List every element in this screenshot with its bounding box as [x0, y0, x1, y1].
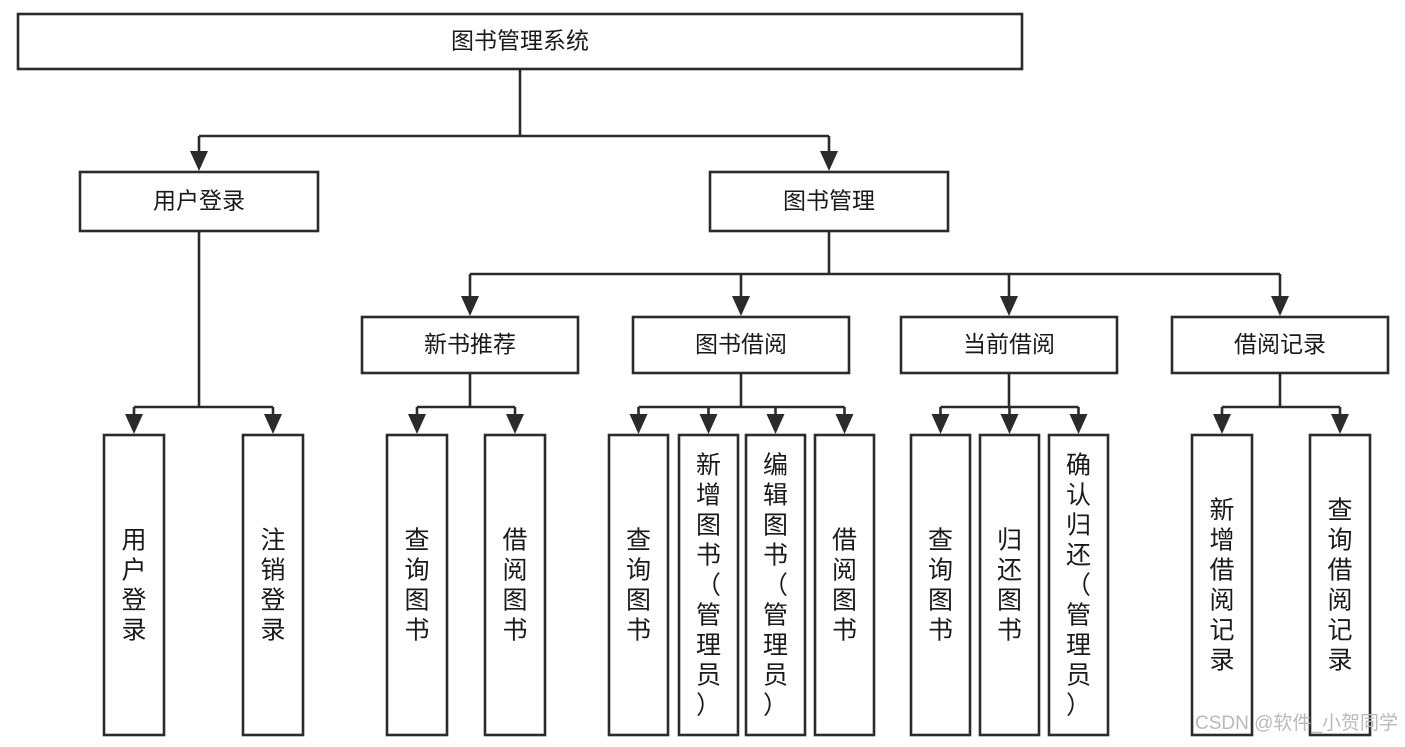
arrow-head-icon: [190, 151, 208, 171]
arrow-head-icon: [766, 414, 785, 434]
leaf-node[interactable]: 编辑图书（管理员）: [744, 433, 807, 737]
arrow-head-icon: [264, 414, 282, 434]
root-node[interactable]: 图书管理系统: [16, 12, 1024, 71]
leaf-box[interactable]: [677, 433, 740, 737]
level2-box[interactable]: [78, 170, 320, 233]
level3-box[interactable]: [631, 315, 851, 375]
leaf-box[interactable]: [978, 433, 1041, 737]
arrow-head-icon: [732, 296, 750, 316]
arrow-head-icon: [699, 414, 718, 434]
arrow-head-icon: [931, 414, 950, 434]
arrow-head-icon: [629, 414, 648, 434]
leaf-label: 确认归还（管理员）: [1066, 451, 1091, 719]
arrow-head-icon: [835, 414, 854, 434]
arrow-head-icon: [820, 151, 838, 171]
arrow-head-icon: [1213, 414, 1231, 434]
level3-label: 图书借阅: [695, 331, 787, 357]
leaf-box[interactable]: [909, 433, 972, 737]
root-box[interactable]: [16, 12, 1024, 71]
leaf-box[interactable]: [1308, 433, 1372, 737]
leaf-node[interactable]: 借阅图书: [483, 433, 547, 737]
leaf-node[interactable]: 新增借阅记录: [1190, 433, 1254, 737]
leaf-box[interactable]: [744, 433, 807, 737]
leaf-box[interactable]: [385, 433, 449, 737]
level3-label: 当前借阅: [963, 331, 1055, 357]
arrow-head-icon: [1271, 296, 1289, 316]
level3-box[interactable]: [360, 315, 580, 375]
connector-layer: [125, 69, 1349, 434]
leaf-box[interactable]: [1047, 433, 1110, 737]
leaf-node[interactable]: 用户登录: [102, 433, 166, 737]
level3-node[interactable]: 借阅记录: [1170, 315, 1390, 375]
leaf-node[interactable]: 归还图书: [978, 433, 1041, 737]
arrow-head-icon: [461, 296, 479, 316]
arrow-head-icon: [408, 414, 426, 434]
leaf-node[interactable]: 查询图书: [607, 433, 670, 737]
arrow-head-icon: [1069, 414, 1088, 434]
leaf-label: 借阅图书: [502, 526, 527, 644]
level3-node[interactable]: 新书推荐: [360, 315, 580, 375]
leaf-node[interactable]: 查询图书: [385, 433, 449, 737]
leaf-box[interactable]: [102, 433, 166, 737]
leaf-label: 查询图书: [928, 526, 953, 644]
leaf-node[interactable]: 借阅图书: [813, 433, 876, 737]
leaf-box[interactable]: [813, 433, 876, 737]
level2-node[interactable]: 用户登录: [78, 170, 320, 233]
level3-node[interactable]: 当前借阅: [899, 315, 1119, 375]
root-label: 图书管理系统: [451, 28, 589, 54]
leaf-label: 注销登录: [260, 526, 285, 644]
leaf-node[interactable]: 确认归还（管理员）: [1047, 433, 1110, 737]
level3-label: 新书推荐: [424, 331, 516, 357]
leaf-box[interactable]: [607, 433, 670, 737]
leaf-label: 新增借阅记录: [1209, 496, 1234, 674]
level3-box[interactable]: [1170, 315, 1390, 375]
level3-node[interactable]: 图书借阅: [631, 315, 851, 375]
leaf-label: 编辑图书（管理员）: [763, 451, 788, 719]
node-layer: 图书管理系统用户登录图书管理新书推荐图书借阅当前借阅借阅记录用户登录注销登录查询…: [16, 12, 1390, 737]
leaf-node[interactable]: 查询图书: [909, 433, 972, 737]
level2-label: 用户登录: [153, 188, 245, 214]
arrow-head-icon: [506, 414, 524, 434]
level2-node[interactable]: 图书管理: [708, 170, 950, 233]
leaf-label: 归还图书: [997, 526, 1022, 644]
level2-box[interactable]: [708, 170, 950, 233]
level2-label: 图书管理: [783, 188, 875, 214]
level3-box[interactable]: [899, 315, 1119, 375]
leaf-box[interactable]: [1190, 433, 1254, 737]
arrow-head-icon: [1331, 414, 1349, 434]
leaf-node[interactable]: 注销登录: [241, 433, 305, 737]
leaf-label: 查询图书: [626, 526, 651, 644]
leaf-node[interactable]: 查询借阅记录: [1308, 433, 1372, 737]
leaf-label: 用户登录: [121, 526, 146, 644]
csdn-watermark: CSDN @软件_小贺同学: [1195, 712, 1398, 734]
leaf-label: 借阅图书: [832, 526, 857, 644]
leaf-box[interactable]: [241, 433, 305, 737]
level3-label: 借阅记录: [1234, 331, 1326, 357]
leaf-box[interactable]: [483, 433, 547, 737]
arrow-head-icon: [1000, 296, 1018, 316]
leaf-label: 查询图书: [404, 526, 429, 644]
leaf-node[interactable]: 新增图书（管理员）: [677, 433, 740, 737]
arrow-head-icon: [1000, 414, 1019, 434]
arrow-head-icon: [125, 414, 143, 434]
leaf-label: 新增图书（管理员）: [696, 451, 721, 719]
leaf-label: 查询借阅记录: [1327, 496, 1352, 674]
